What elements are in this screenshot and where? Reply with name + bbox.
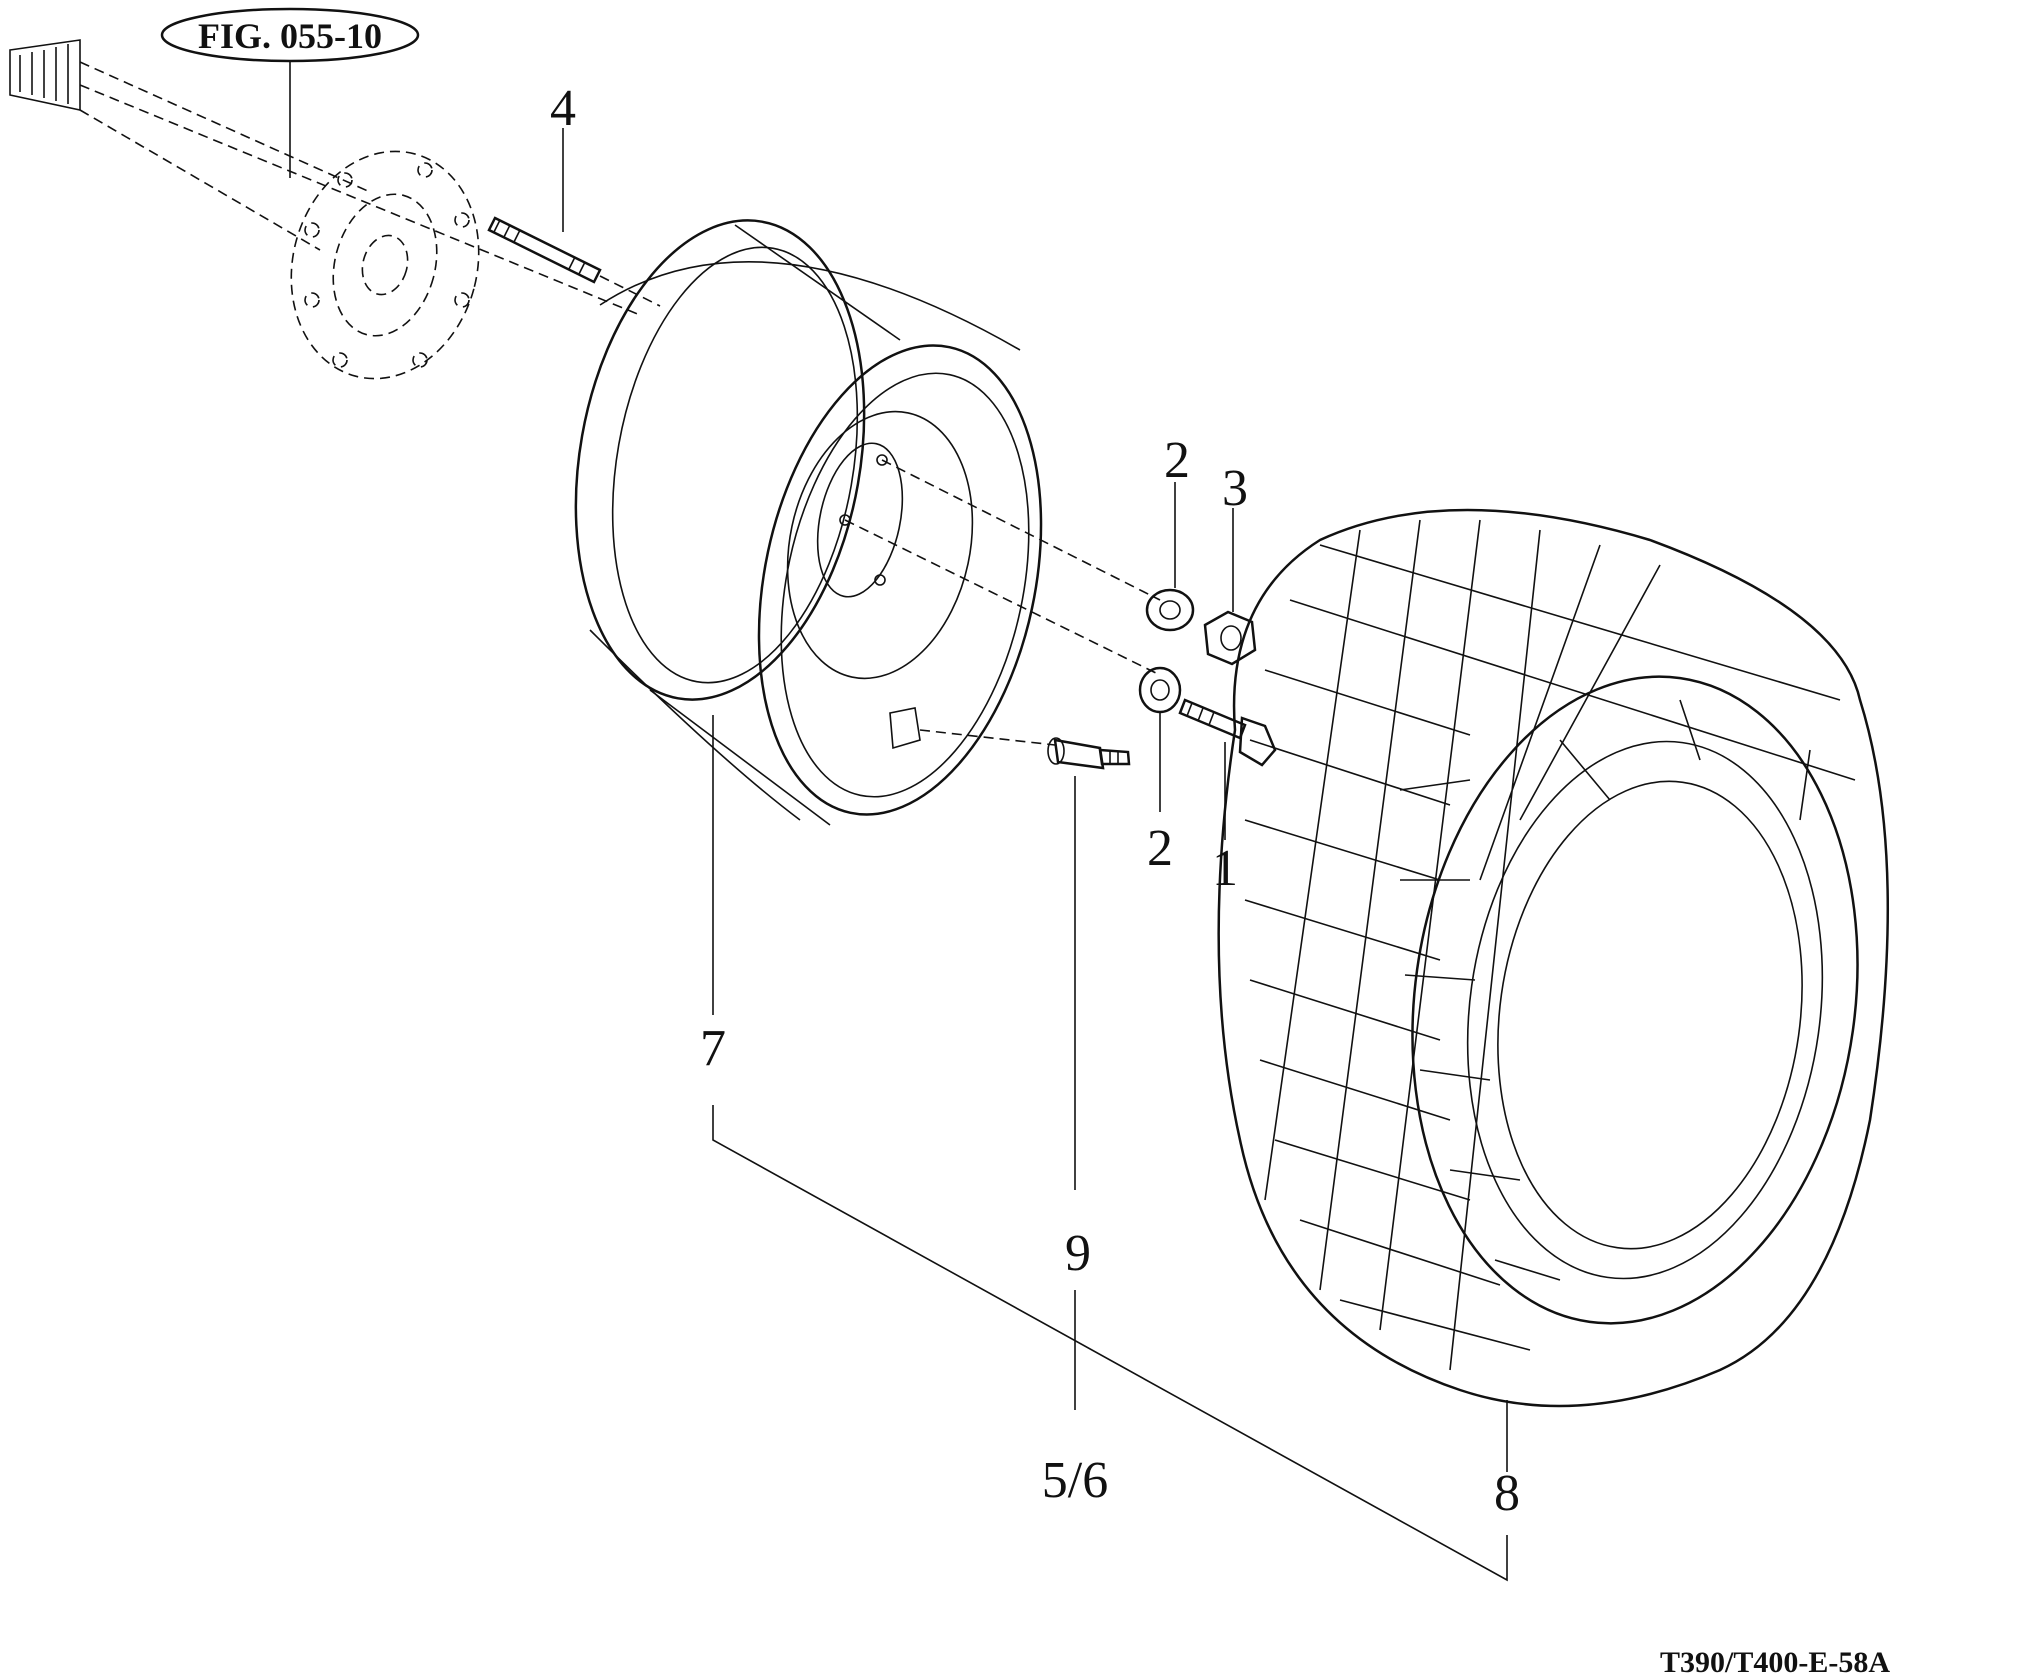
callout-5-6[interactable]: 5/6 <box>1042 1452 1108 1509</box>
assembly-line-lower <box>844 519 1161 676</box>
figure-reference-text: FIG. 055-10 <box>198 16 382 56</box>
assembly-line-upper <box>881 459 1161 601</box>
lock-washer-lower[interactable] <box>1138 666 1182 714</box>
wheel-stud[interactable] <box>487 216 661 307</box>
callout-7[interactable]: 7 <box>700 1020 726 1077</box>
lock-washer-upper-hole <box>1159 600 1181 620</box>
figure-reference[interactable]: FIG. 055-10 <box>160 7 420 63</box>
callout-4[interactable]: 4 <box>550 80 576 137</box>
drawing-code: T390/T400-E-58A <box>1660 1646 1890 1679</box>
callout-9[interactable]: 9 <box>1065 1225 1091 1282</box>
callout-3[interactable]: 3 <box>1222 460 1248 517</box>
callout-2-upper[interactable]: 2 <box>1164 432 1190 489</box>
wheel-rim[interactable] <box>540 197 1081 841</box>
callout-1[interactable]: 1 <box>1212 840 1238 897</box>
callout-2-lower[interactable]: 2 <box>1147 820 1173 877</box>
hex-bolt[interactable] <box>1178 698 1277 767</box>
tire[interactable] <box>1217 508 1898 1408</box>
lock-washer-upper[interactable] <box>1145 588 1195 632</box>
hub-flange-reference <box>290 150 480 380</box>
axle-shaft-reference <box>9 39 641 316</box>
valve-stem[interactable] <box>1047 737 1131 770</box>
callout-8[interactable]: 8 <box>1494 1465 1520 1522</box>
hex-nut[interactable] <box>1203 610 1257 666</box>
assembly-bracket <box>712 1105 1508 1582</box>
assembly-line-valve <box>919 729 1056 746</box>
lock-washer-lower-hole <box>1150 679 1170 701</box>
